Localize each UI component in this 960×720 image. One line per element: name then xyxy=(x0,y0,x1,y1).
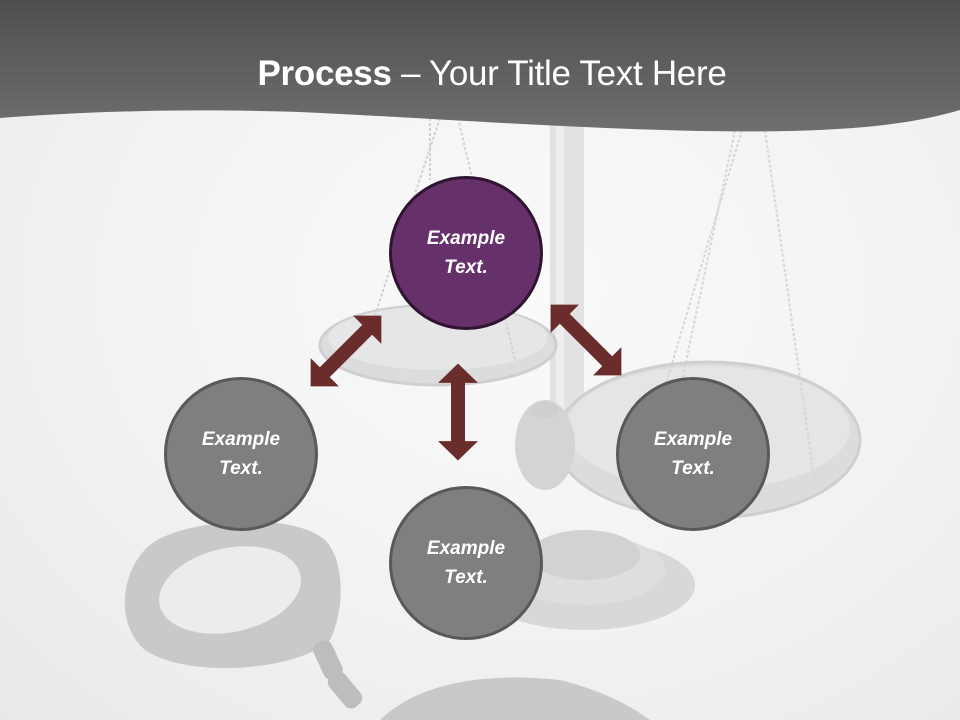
title-rest: – Your Title Text Here xyxy=(391,54,727,93)
handcuffs-icon xyxy=(124,521,650,720)
node-top-line2: Text. xyxy=(444,257,488,278)
node-bottom-line1: Example xyxy=(426,538,506,559)
node-bottom-line2: Text. xyxy=(444,567,488,588)
node-right-line2: Text. xyxy=(671,458,715,479)
node-left-line1: Example xyxy=(201,429,281,450)
node-top-line1: Example xyxy=(426,228,506,249)
page-title: Process – Your Title Text Here xyxy=(0,52,960,96)
node-left-line2: Text. xyxy=(219,458,263,479)
title-bold: Process xyxy=(257,54,392,93)
title-banner xyxy=(0,0,960,132)
node-right-line1: Example xyxy=(653,429,733,450)
